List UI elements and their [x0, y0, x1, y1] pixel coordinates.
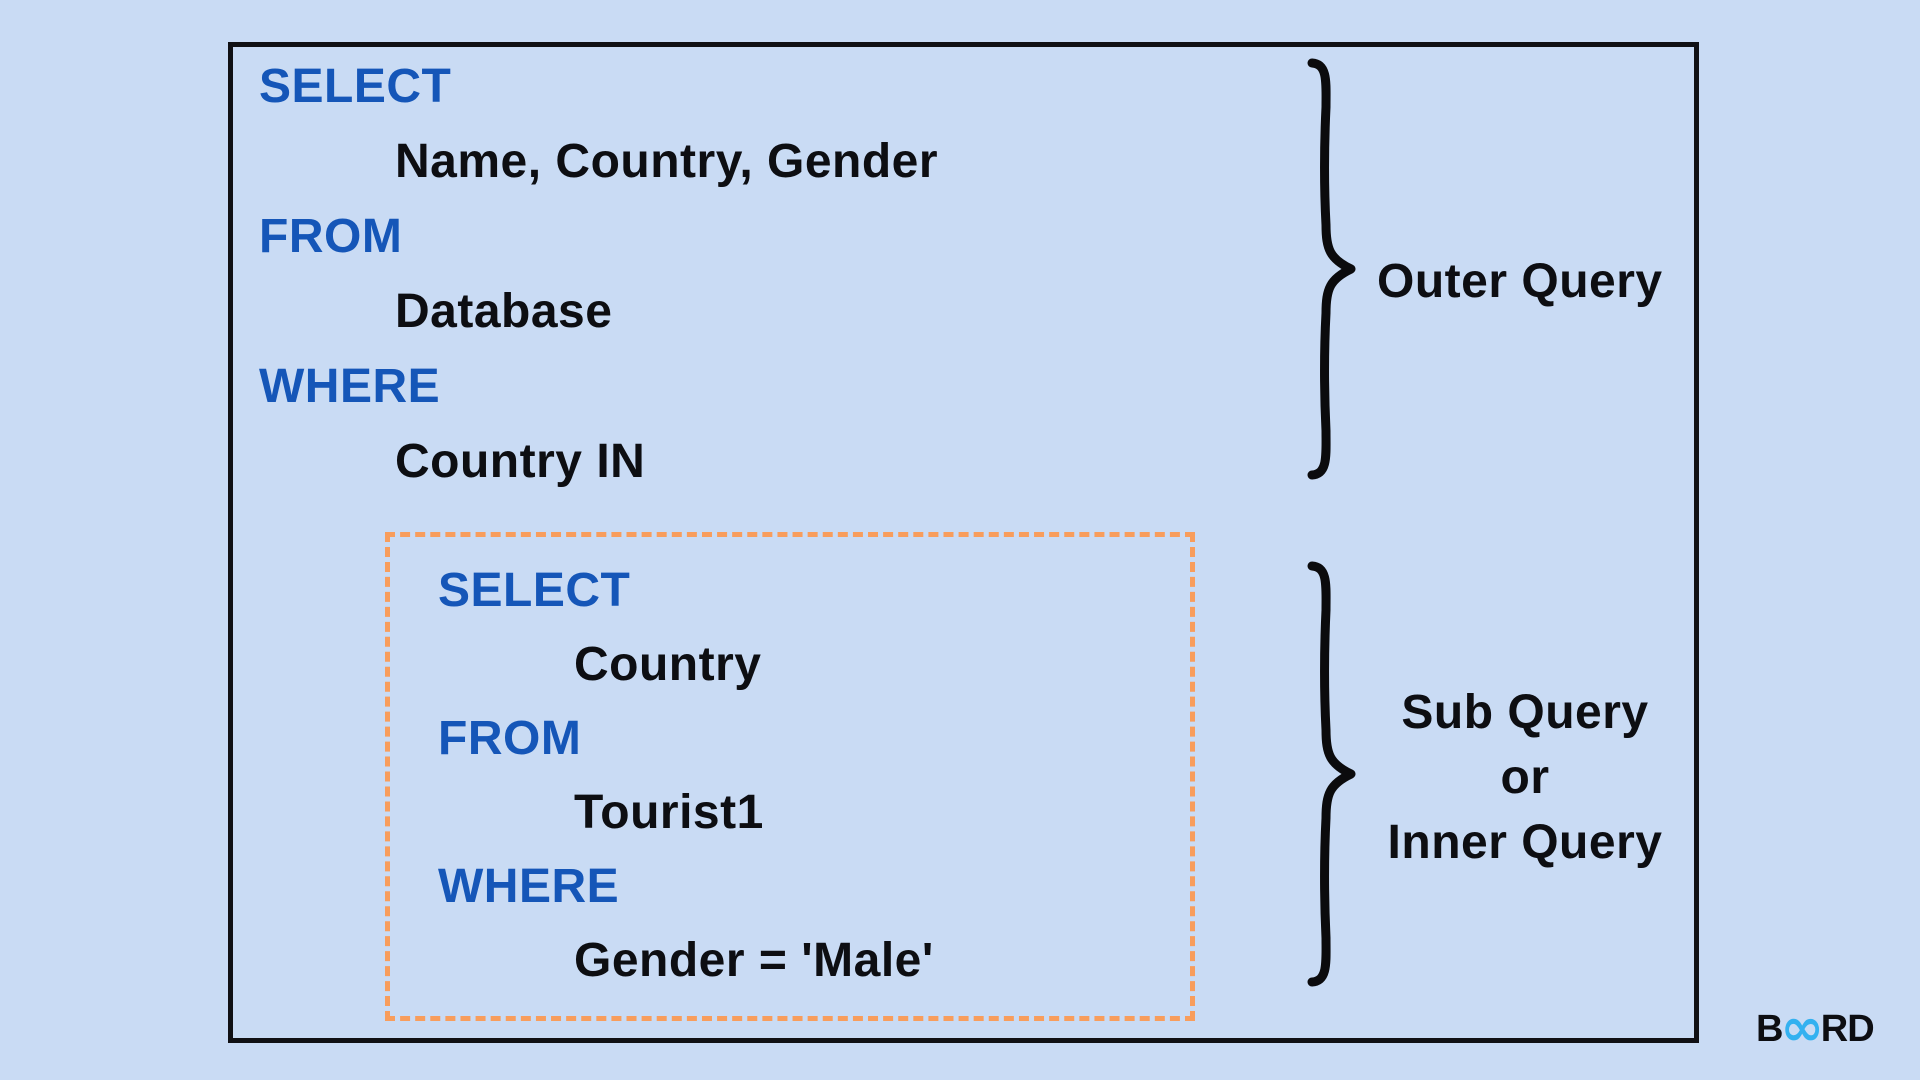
outer-query-code: SELECT Name, Country, Gender FROM Databa…: [259, 49, 938, 499]
infinity-icon: ∞: [1780, 997, 1823, 1058]
subquery-code: SELECT Country FROM Tourist1 WHERE Gende…: [438, 553, 934, 997]
board-logo: B∞RD: [1756, 997, 1875, 1058]
sql-where-condition: Country IN: [395, 435, 646, 488]
sql-select-columns: Country: [574, 637, 762, 691]
subquery-label-line-3: Inner Query: [1387, 816, 1663, 869]
subquery-brace-icon: [1307, 561, 1356, 987]
sql-keyword-select: SELECT: [438, 563, 631, 617]
logo-letter-b: B: [1756, 1008, 1783, 1050]
sql-where-condition: Gender = 'Male': [574, 933, 934, 987]
sql-select-columns: Name, Country, Gender: [395, 135, 939, 188]
subquery-label-line-1: Sub Query: [1401, 686, 1649, 739]
sql-from-table: Tourist1: [574, 785, 764, 839]
sql-keyword-select: SELECT: [259, 60, 452, 113]
subquery-dashed-box: SELECT Country FROM Tourist1 WHERE Gende…: [385, 532, 1195, 1021]
outer-query-box: SELECT Name, Country, Gender FROM Databa…: [228, 42, 1699, 1043]
sql-keyword-from: FROM: [259, 210, 403, 263]
logo-letters-rd: RD: [1820, 1008, 1875, 1050]
outer-query-brace-icon: [1307, 58, 1356, 480]
sql-keyword-where: WHERE: [438, 859, 620, 913]
sql-from-table: Database: [395, 285, 613, 338]
subquery-label-line-2: or: [1500, 751, 1550, 804]
subquery-label: Sub Query or Inner Query: [1375, 680, 1675, 875]
outer-query-label: Outer Query: [1377, 255, 1663, 308]
sql-keyword-where: WHERE: [259, 360, 441, 413]
sql-keyword-from: FROM: [438, 711, 582, 765]
